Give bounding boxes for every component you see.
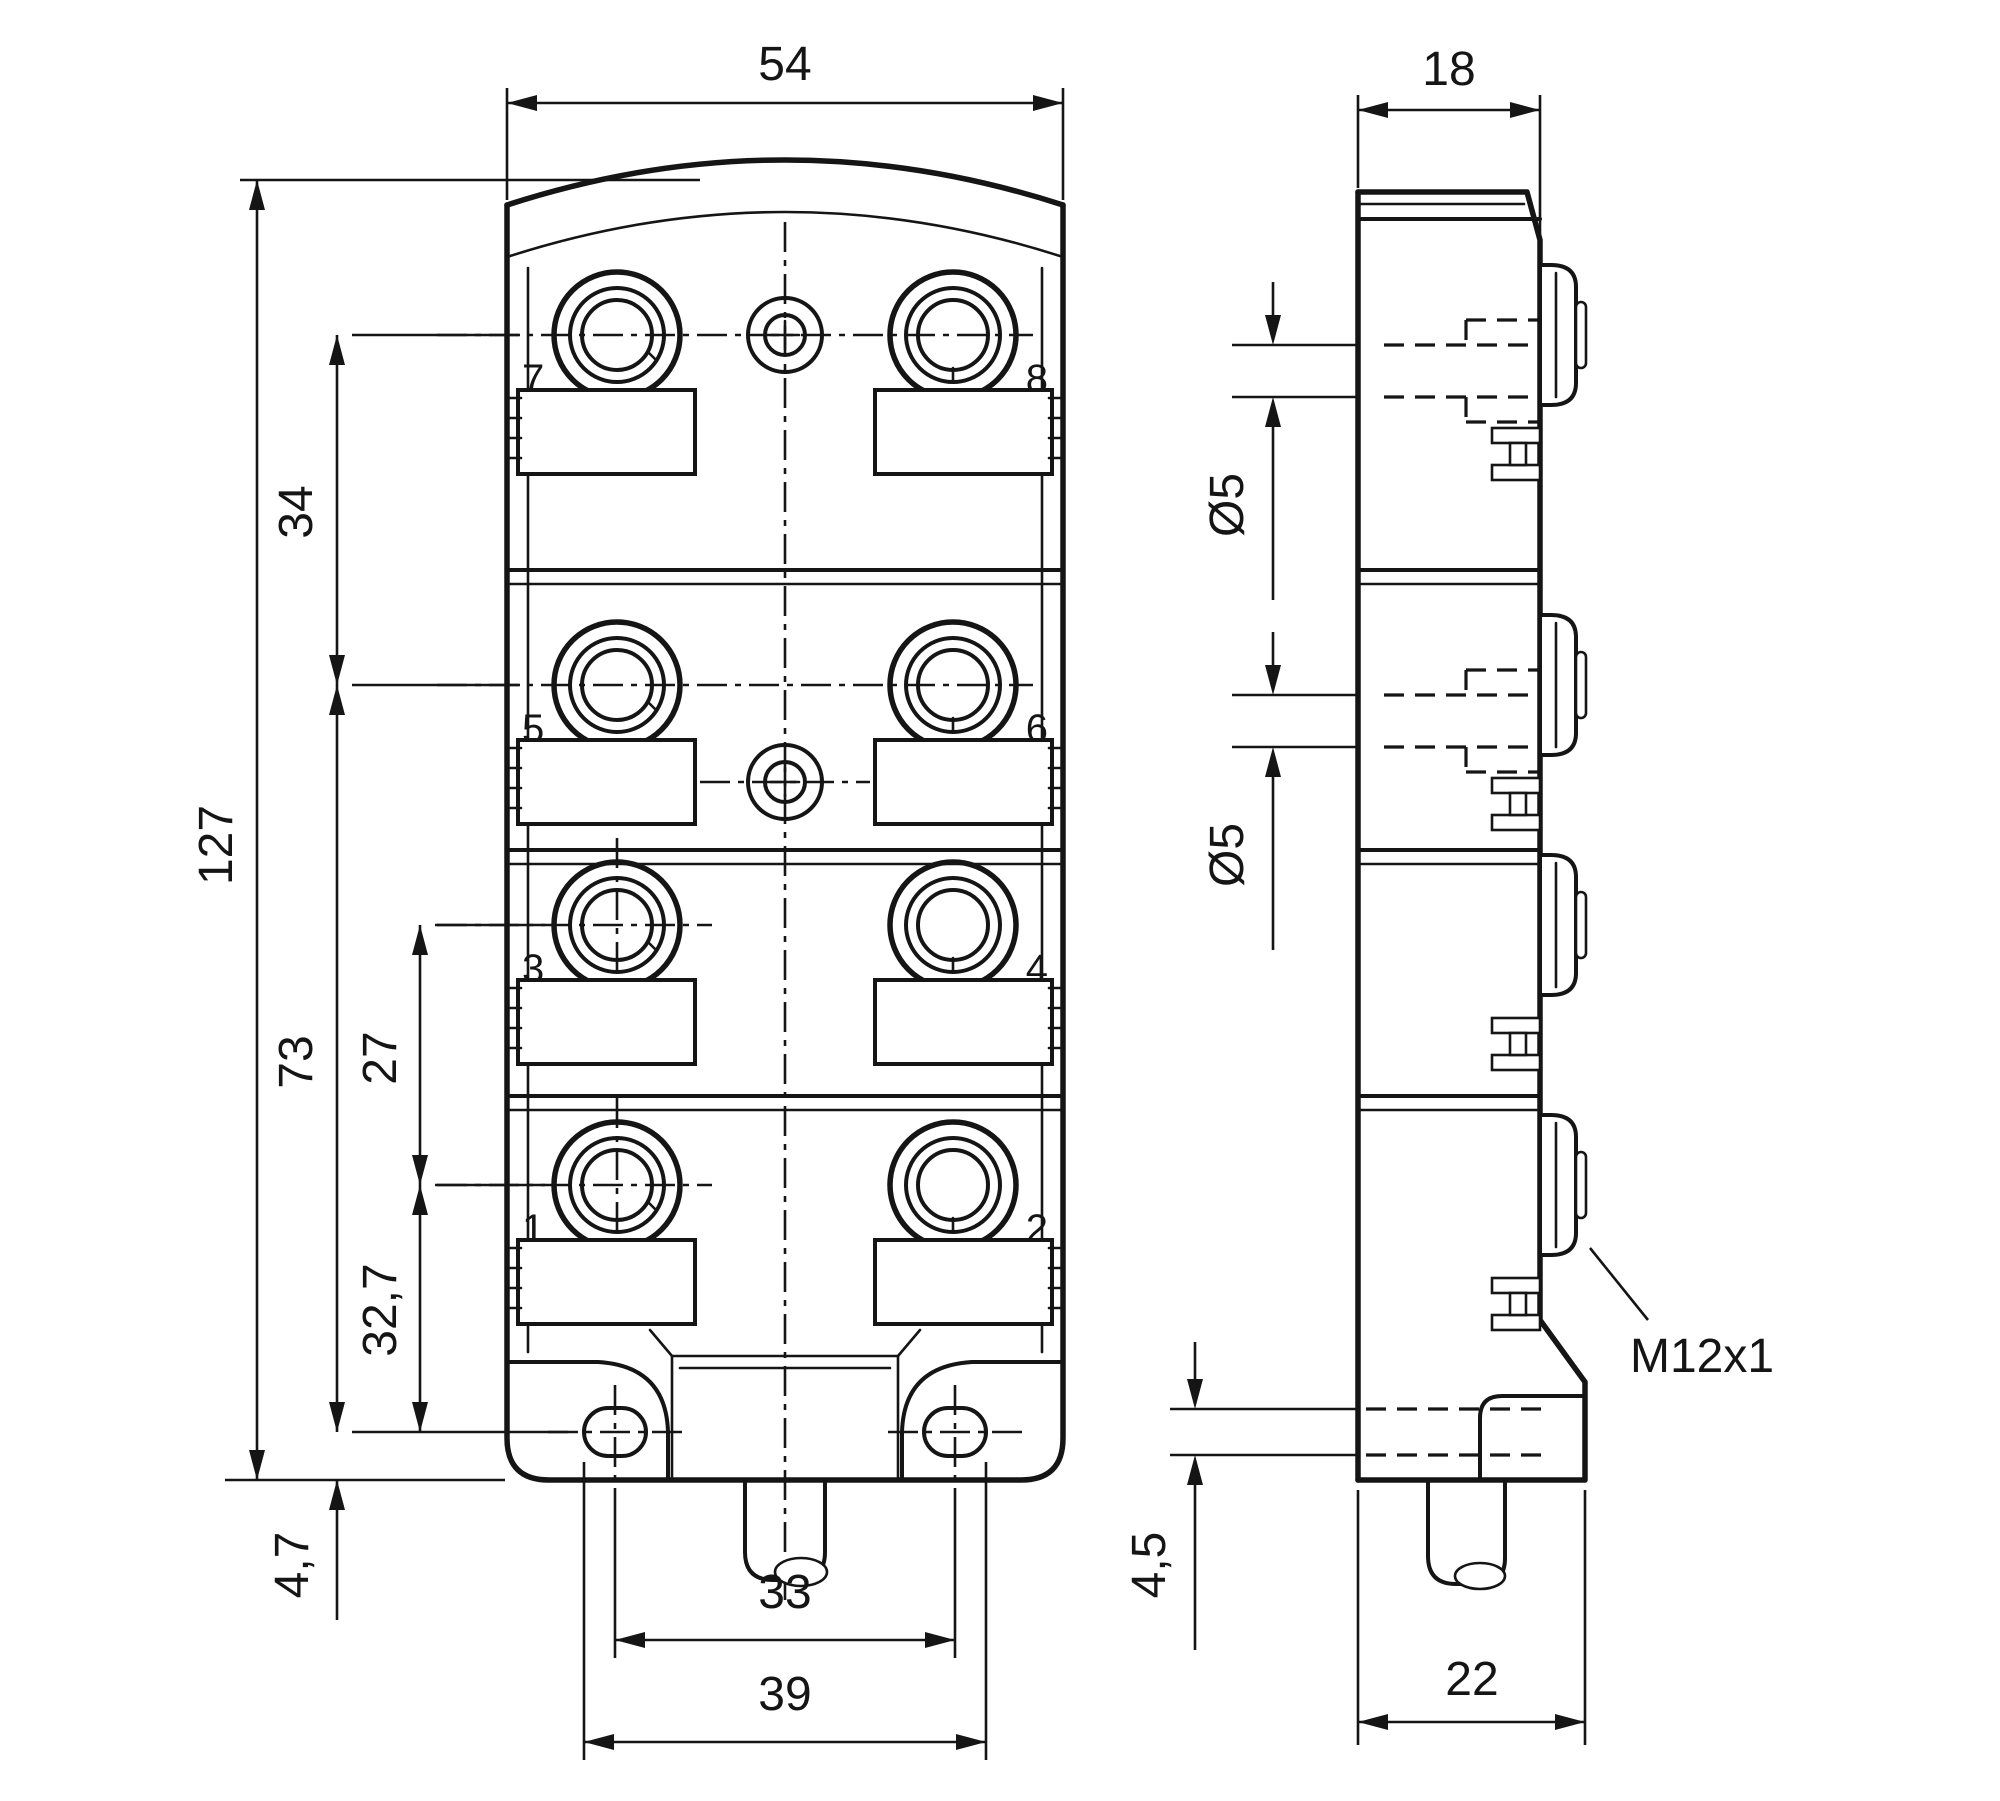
side-connector-bumps	[1538, 263, 1588, 1257]
cable-exit-side	[1426, 1480, 1507, 1591]
dim-front-width: 54	[505, 38, 1065, 200]
m12-thread-label: M12x1	[1630, 1330, 1774, 1383]
dim-foot-depth: 22	[1356, 1490, 1587, 1745]
svg-text:54: 54	[758, 38, 811, 91]
side-bump-row-3-4	[1538, 853, 1588, 997]
thread-callout: M12x1	[1588, 1247, 1774, 1383]
side-label-clips	[1490, 426, 1542, 1332]
dim-side-depth: 18	[1356, 43, 1542, 236]
svg-text:4,5: 4,5	[1123, 1532, 1176, 1599]
front-view: 7 8 5 6 3 4 1 2	[190, 38, 1066, 1760]
dim-hole-dia-mid: Ø5	[1201, 632, 1358, 950]
dim-row-pitch-top: 34	[270, 333, 520, 687]
screw-hole-middle	[746, 743, 824, 821]
hidden-hole-mid	[1384, 668, 1540, 774]
side-foot	[1366, 1394, 1585, 1591]
dim-mount-to-bottom: 4,7	[266, 1480, 345, 1620]
svg-text:4,7: 4,7	[266, 1532, 319, 1599]
side-bump-row-1-2	[1538, 1113, 1588, 1257]
svg-text:22: 22	[1445, 1653, 1498, 1706]
side-bump-row-7-8	[1538, 263, 1588, 407]
dim-mount-slot-width: 4,5	[1123, 1342, 1360, 1650]
svg-text:39: 39	[758, 1668, 811, 1721]
dim-mid-span: 73	[270, 685, 568, 1434]
cable-exit-front	[743, 1480, 829, 1588]
dim-row1-to-mount: 32,7	[354, 1185, 428, 1432]
screw-hole-top	[746, 296, 824, 374]
svg-text:18: 18	[1422, 43, 1475, 96]
m12-socket-6	[887, 619, 1019, 751]
hidden-hole-top	[1384, 318, 1540, 424]
dim-overall-height: 127	[190, 178, 700, 1482]
side-view: 18 Ø5 Ø5 M12x1	[1123, 43, 1774, 1745]
dim-hole-dia-top: Ø5	[1201, 282, 1358, 600]
svg-text:27: 27	[354, 1031, 407, 1084]
side-bump-row-5-6	[1538, 613, 1588, 757]
svg-text:Ø5: Ø5	[1201, 823, 1254, 887]
dim-row-pitch-lower: 27	[354, 923, 545, 1187]
dim-slot-center-span: 33	[613, 1488, 957, 1658]
front-mounting-feet	[505, 1328, 1065, 1480]
svg-text:127: 127	[190, 805, 243, 885]
svg-text:32,7: 32,7	[354, 1263, 407, 1356]
label-windows	[516, 388, 1054, 1326]
svg-text:33: 33	[758, 1566, 811, 1619]
svg-text:73: 73	[270, 1035, 323, 1088]
m12-socket-2	[887, 1119, 1019, 1251]
svg-text:34: 34	[270, 485, 323, 538]
dim-slot-outer-span: 39	[582, 1462, 988, 1760]
side-hidden-holes	[1384, 318, 1540, 774]
front-centerlines	[437, 222, 1033, 1600]
m12-socket-4	[887, 859, 1019, 991]
label-window-edge-teeth	[507, 396, 1063, 1310]
svg-text:Ø5: Ø5	[1201, 473, 1254, 537]
